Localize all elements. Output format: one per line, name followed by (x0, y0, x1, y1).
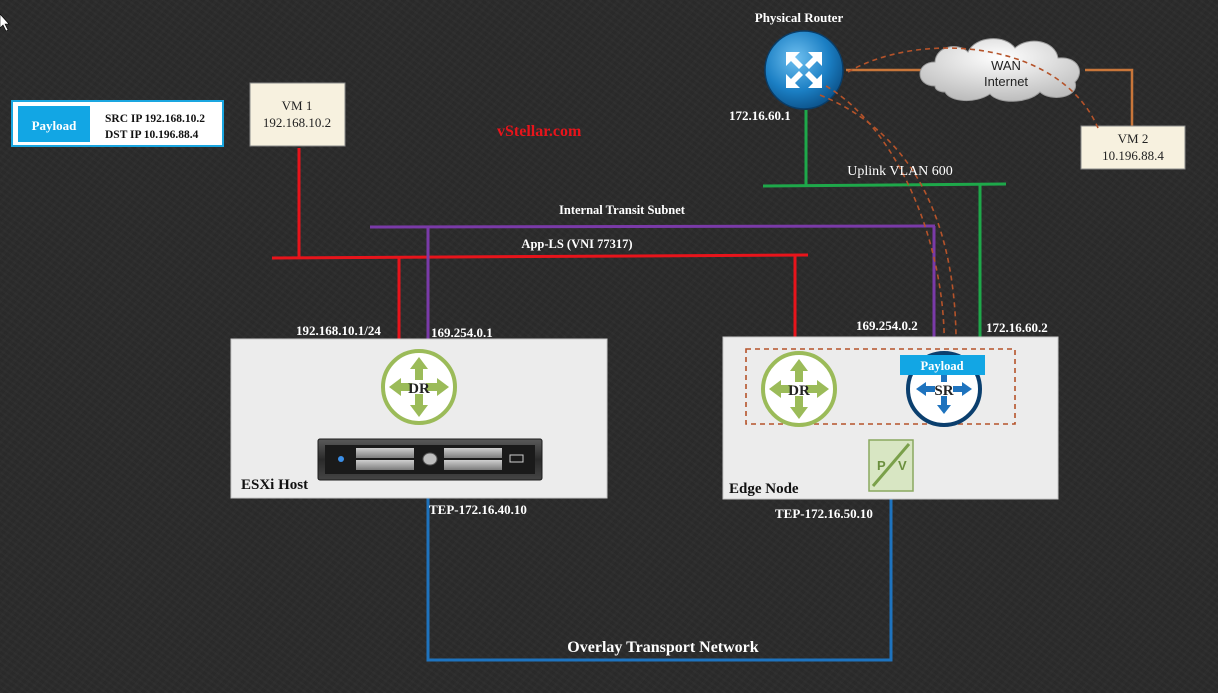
mouse-cursor-icon (0, 13, 10, 32)
vm2-ip: 10.196.88.4 (1102, 148, 1164, 163)
vm2-box: VM 2 10.196.88.4 (1080, 125, 1186, 170)
cloud-line2: Internet (984, 74, 1028, 89)
esxi-tep: TEP-172.16.40.10 (429, 502, 527, 517)
edge-node-name: Edge Node (729, 481, 799, 497)
esxi-host-name: ESXi Host (241, 477, 308, 493)
payload-legend-dst: DST IP 10.196.88.4 (105, 129, 199, 141)
overlay-label: Overlay Transport Network (567, 639, 758, 656)
cloud-line1: WAN (991, 58, 1021, 73)
esxi-dr-label: DR (408, 381, 430, 397)
vm2-name: VM 2 (1118, 131, 1149, 146)
sr-payload-tag (900, 355, 985, 375)
router-ip: 172.16.60.1 (729, 108, 791, 123)
router-title: Physical Router (755, 10, 844, 25)
vm1-ip: 192.168.10.2 (263, 115, 331, 130)
payload-legend-tag: Payload (32, 118, 78, 133)
watermark: vStellar.com (497, 123, 582, 140)
edge-sr-router-icon: SR Payload (900, 351, 985, 427)
pv-right: V (898, 458, 907, 473)
edge-transit-ip: 169.254.0.2 (856, 318, 918, 333)
esxi-dr-ip: 192.168.10.1/24 (296, 323, 381, 338)
app-ls-label: App-LS (VNI 77317) (521, 237, 632, 251)
pv-switch-icon: P V (868, 439, 914, 492)
sr-payload-text: Payload (920, 359, 963, 373)
uplink-vlan-segment (762, 110, 1007, 352)
edge-dr-router-icon: DR (761, 351, 837, 427)
packet-path (819, 47, 1099, 356)
uplink-label: Uplink VLAN 600 (847, 164, 953, 179)
vm1-name: VM 1 (282, 98, 313, 113)
overlay-transport-link (426, 470, 893, 662)
esxi-server-icon (317, 438, 543, 481)
edge-tep: TEP-172.16.50.10 (775, 506, 873, 521)
router-icon (764, 30, 844, 110)
pv-left: P (877, 458, 886, 473)
vm1-box: VM 1 192.168.10.2 (249, 82, 346, 147)
transit-label: Internal Transit Subnet (559, 203, 686, 217)
internal-transit-segment (369, 224, 936, 356)
payload-legend: Payload SRC IP 192.168.10.2 DST IP 10.19… (11, 100, 224, 147)
edge-uplink-ip: 172.16.60.2 (986, 320, 1048, 335)
payload-legend-src: SRC IP 192.168.10.2 (105, 113, 205, 125)
wan-cloud-icon: WAN Internet (919, 38, 1080, 102)
esxi-transit-ip: 169.254.0.1 (431, 325, 493, 340)
edge-dr-label: DR (788, 383, 810, 399)
esxi-dr-router-icon: DR (381, 349, 457, 425)
wan-links (846, 68, 1134, 126)
edge-sr-label: SR (934, 383, 953, 399)
